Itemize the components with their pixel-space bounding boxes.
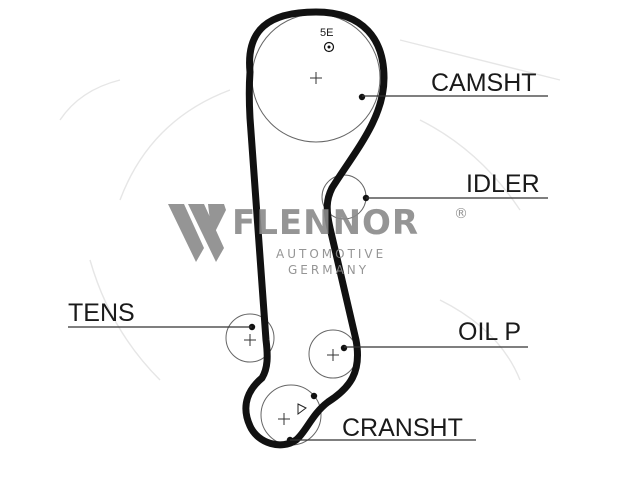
- flennor-logo-icon: [168, 204, 226, 262]
- tensioner-pulley: [225, 313, 275, 363]
- timing-mark-label: 5E: [320, 27, 333, 39]
- background-ghost-lines: [59, 39, 561, 381]
- camshaft-label: CAMSHT: [431, 69, 537, 97]
- watermark-line2: GERMANY: [288, 263, 369, 277]
- timing-belt: [242, 8, 388, 449]
- oil-pump-label: OIL P: [458, 318, 521, 346]
- watermark-registered: ®: [454, 206, 468, 222]
- pulley-center-marks: [244, 72, 339, 425]
- crank-timing-notch-icon: [297, 403, 307, 415]
- oil-pump-leader-dot: [340, 344, 348, 352]
- watermark-line1: AUTOMOTIVE: [276, 247, 386, 261]
- timing-mark-icon: [323, 41, 335, 53]
- camshaft-leader-dot: [358, 93, 366, 101]
- crankshaft-label: CRANSHT: [342, 414, 463, 442]
- crank-secondary-dot: [310, 392, 318, 400]
- flennor-watermark: FLENNOR ® AUTOMOTIVE GERMANY: [168, 203, 468, 277]
- watermark-brand: FLENNOR: [232, 203, 419, 243]
- idler-label: IDLER: [466, 170, 540, 198]
- tensioner-label: TENS: [68, 299, 135, 327]
